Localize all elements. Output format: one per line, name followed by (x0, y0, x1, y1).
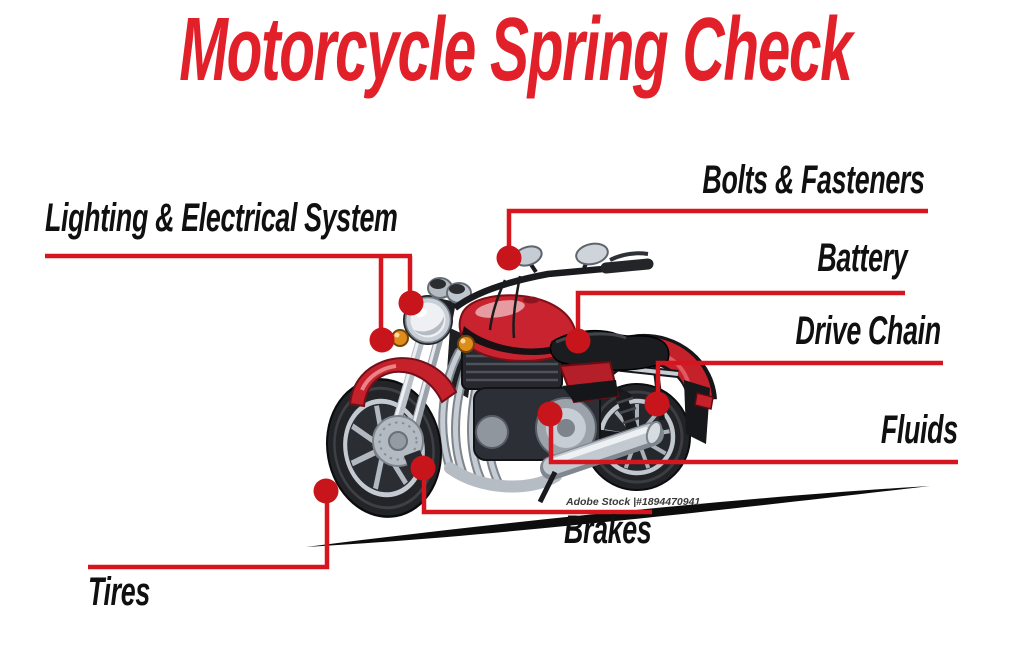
tail-flap (684, 380, 710, 444)
callout-label-battery: Battery (816, 236, 907, 280)
side-cover (558, 360, 620, 404)
handgrip (600, 258, 654, 274)
callout-label-brakes: Brakes (564, 508, 652, 552)
callout-dot-handlebar (496, 245, 522, 271)
page-title: Motorcycle Spring Check (179, 0, 853, 100)
callout-dot-drive-chain (644, 391, 670, 417)
cables (488, 279, 507, 331)
callout-dot-turn-signal (369, 327, 395, 353)
alternator-cover (475, 415, 509, 449)
handlebar (452, 242, 654, 339)
fuel-cap (523, 296, 539, 304)
callout-label-fluids: Fluids (881, 408, 958, 452)
callout-line-lighting (45, 253, 424, 353)
ground-shadow (306, 486, 930, 547)
callout-label-tires: Tires (88, 570, 150, 614)
callout-line-bolts (496, 208, 928, 271)
callout-lines (45, 208, 958, 570)
callout-line-tires (88, 478, 339, 570)
front-fender (348, 357, 458, 408)
callout-line-drive-chain (644, 360, 943, 417)
taillight (694, 392, 714, 410)
turn-signals (391, 329, 475, 353)
brake-lever (609, 251, 649, 262)
callout-label-drive-chain: Drive Chain (795, 309, 942, 353)
kickstand (537, 470, 558, 504)
callout-dot-brake-disc (410, 455, 436, 481)
stock-watermark: Adobe Stock |#1894470941 (566, 496, 701, 508)
callout-line-fluids (537, 401, 958, 465)
callout-line-brakes (410, 455, 652, 515)
callout-dot-headlight (398, 290, 424, 316)
callout-label-bolts: Bolts & Fasteners (702, 158, 926, 202)
mirror (575, 242, 609, 266)
callout-dot-battery (565, 328, 591, 354)
callout-dot-front-tire (313, 478, 339, 504)
callout-line-battery (565, 290, 905, 354)
callout-label-lighting: Lighting & Electrical System (45, 196, 398, 240)
callout-dot-engine (537, 401, 563, 427)
